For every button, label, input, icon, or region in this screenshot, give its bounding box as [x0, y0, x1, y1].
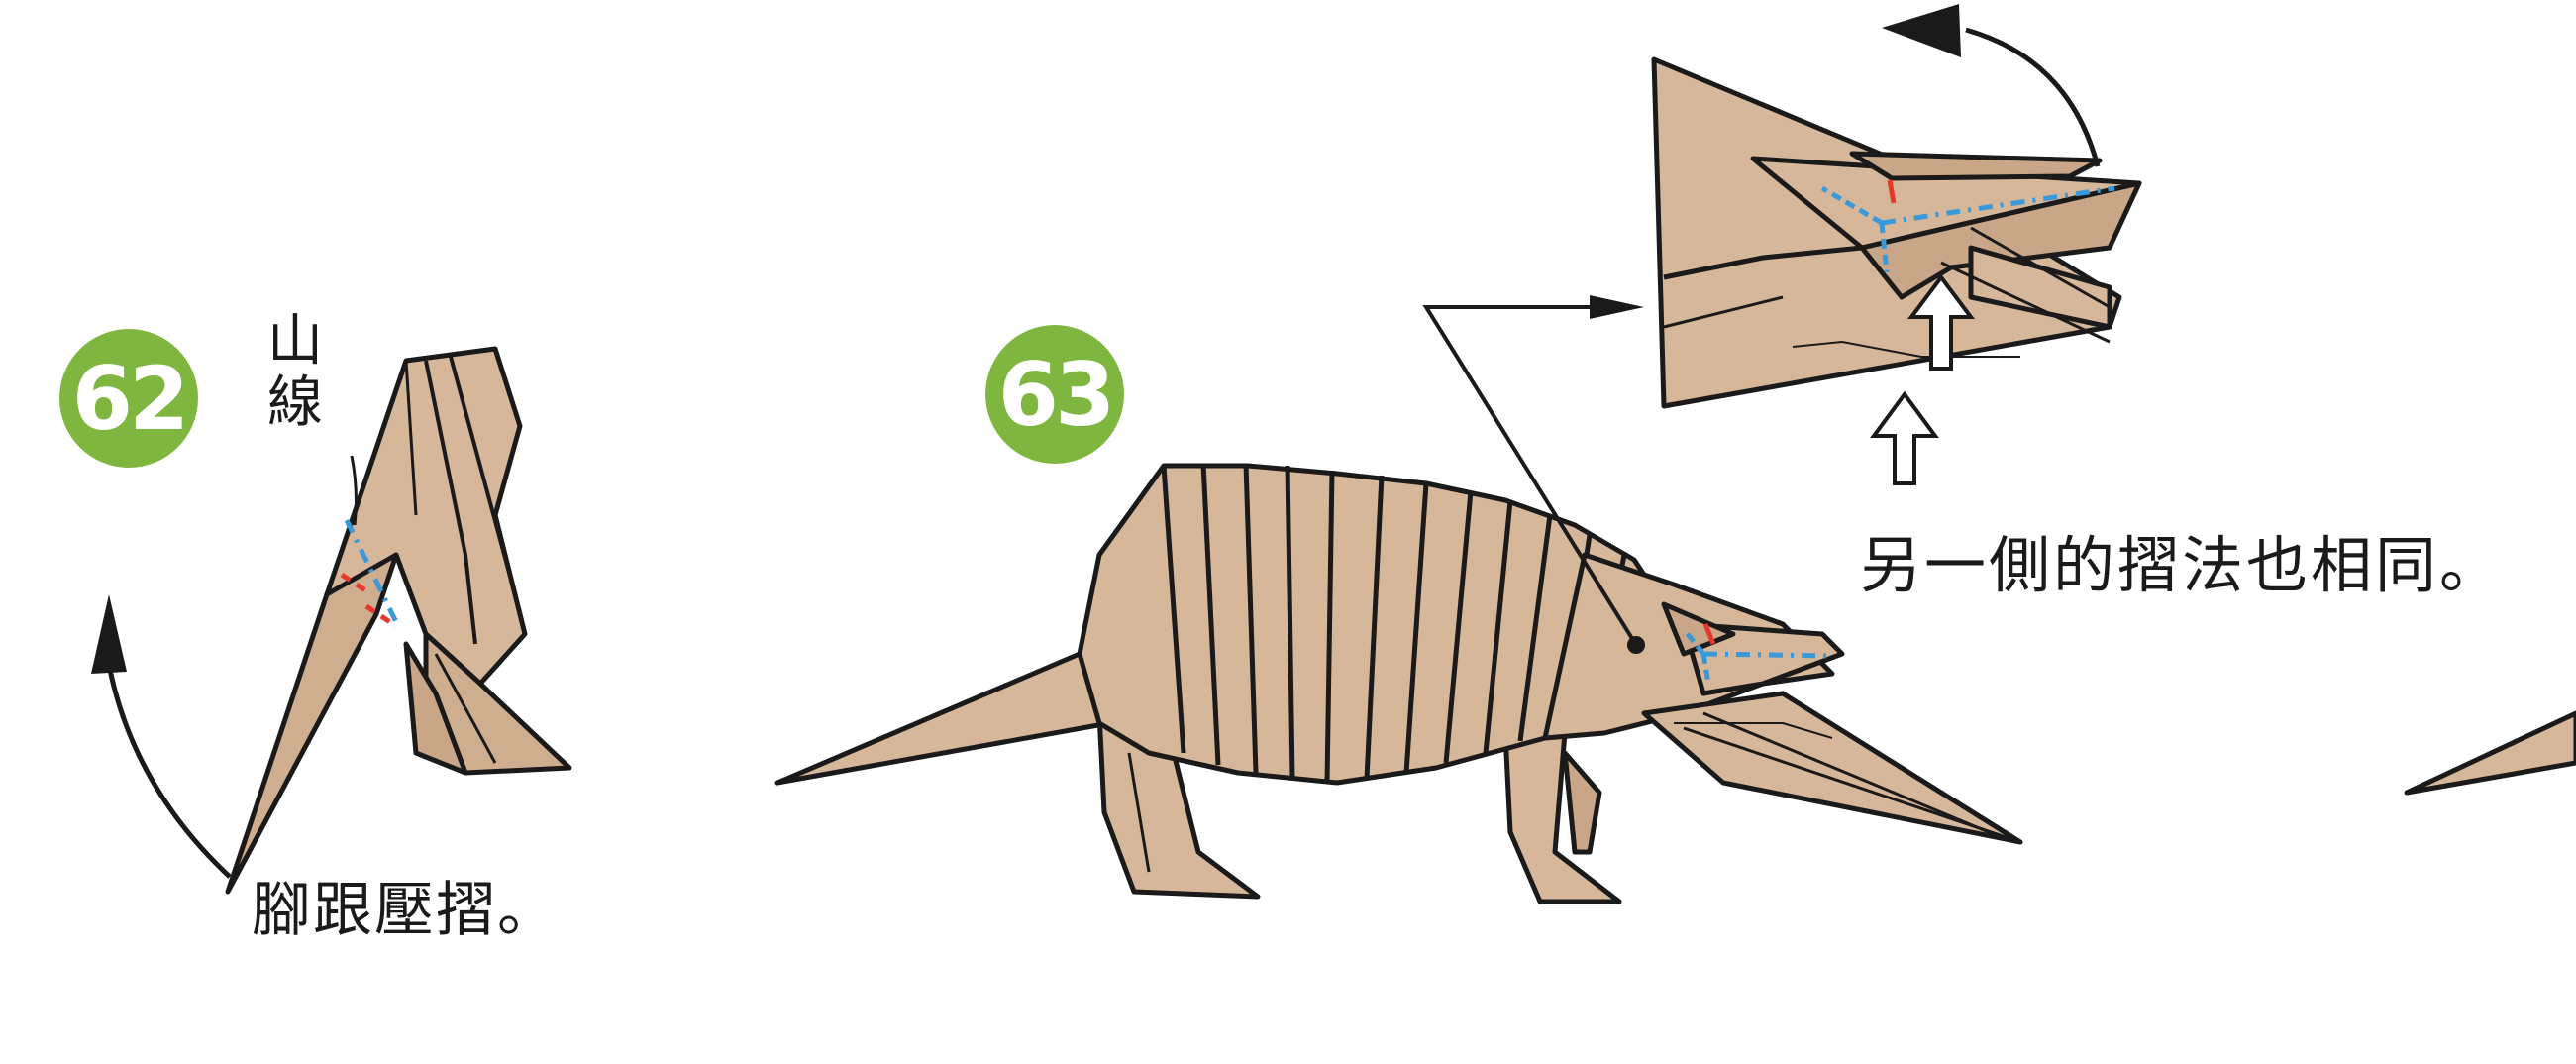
- inset-curved-arrow: [1882, 4, 2098, 166]
- step-62-caption: 腳跟壓摺。: [252, 862, 559, 948]
- next-step-partial-figure: [2407, 713, 2576, 793]
- mountain-fold-label: 山線: [265, 311, 325, 434]
- step63-armadillo: [777, 464, 2020, 902]
- step-63-badge: 63: [985, 325, 1124, 464]
- step62-swing-arrow: [91, 594, 230, 877]
- hollow-up-arrow: [1874, 394, 1935, 483]
- step-62-badge: 62: [59, 329, 198, 468]
- step-63-caption: 另一側的摺法也相同。: [1860, 515, 2504, 604]
- step63-zoom-inset: [1654, 59, 2139, 406]
